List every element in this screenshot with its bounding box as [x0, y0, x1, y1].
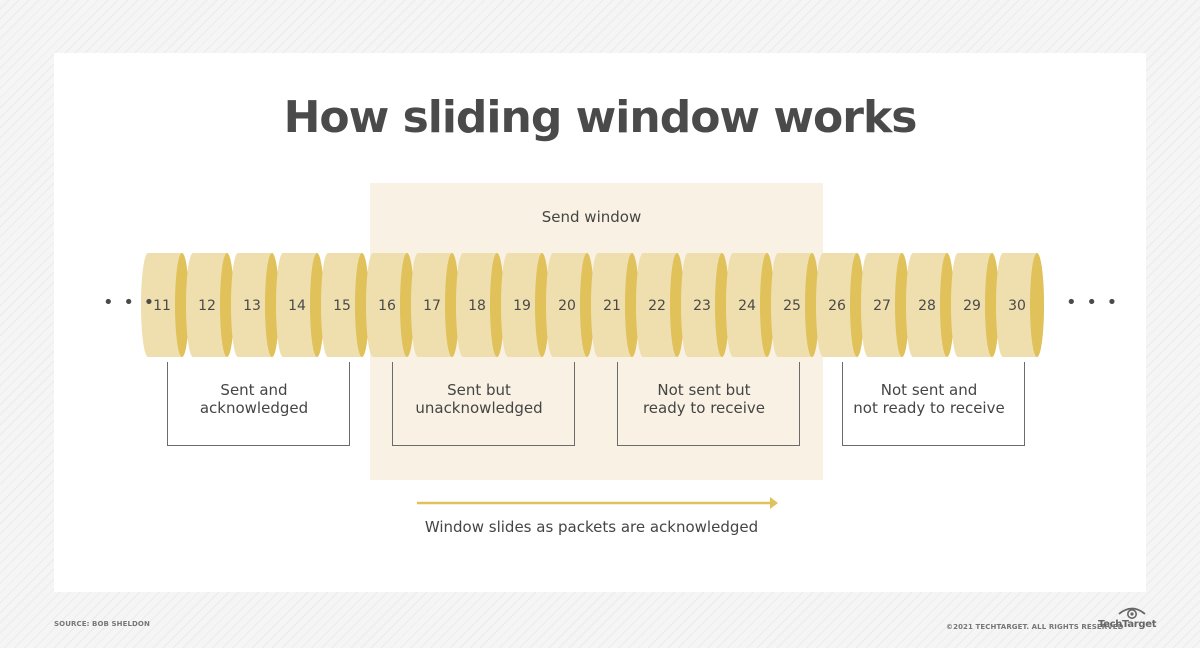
packet-edge	[580, 253, 594, 357]
group-label-sent-acknowledged: Sent and acknowledged	[167, 381, 341, 417]
packet-edge	[670, 253, 684, 357]
packet-edge	[850, 253, 864, 357]
packet-26: 26	[816, 253, 864, 357]
ellipsis-right: • • •	[1066, 292, 1120, 313]
packet-25: 25	[771, 253, 819, 357]
packet-edge	[715, 253, 729, 357]
packet-15: 15	[321, 253, 369, 357]
packet-14: 14	[276, 253, 324, 357]
packet-edge	[535, 253, 549, 357]
packet-number: 12	[198, 298, 216, 314]
group-label-line: Sent and	[220, 381, 288, 399]
bracket-not-sent-not-ready	[842, 362, 1025, 446]
bracket-sent-acknowledged	[167, 362, 350, 446]
group-label-line: acknowledged	[199, 399, 309, 417]
packet-number: 29	[963, 298, 981, 314]
group-label-line: not ready to receive	[853, 399, 1005, 417]
packet-edge	[400, 253, 414, 357]
packet-number: 17	[423, 298, 441, 314]
packet-number: 23	[693, 298, 711, 314]
packet-edge	[310, 253, 324, 357]
packet-13: 13	[231, 253, 279, 357]
packet-number: 25	[783, 298, 801, 314]
packet-23: 23	[681, 253, 729, 357]
bracket-sent-unacknowledged	[392, 362, 575, 446]
packet-edge	[265, 253, 279, 357]
packet-number: 30	[1008, 298, 1026, 314]
packet-29: 29	[951, 253, 999, 357]
packet-number: 18	[468, 298, 486, 314]
packet-number: 16	[378, 298, 396, 314]
packet-edge	[1030, 253, 1044, 357]
packet-number: 13	[243, 298, 261, 314]
packet-number: 11	[153, 298, 171, 314]
packet-30: 30	[996, 253, 1044, 357]
group-label-line: Sent but	[447, 381, 511, 399]
packet-edge	[175, 253, 189, 357]
packet-number: 19	[513, 298, 531, 314]
group-label-not-sent-ready: Not sent but ready to receive	[617, 381, 791, 417]
packet-number: 27	[873, 298, 891, 314]
packet-16: 16	[366, 253, 414, 357]
packet-number: 21	[603, 298, 621, 314]
diagram-title: How sliding window works	[283, 92, 918, 143]
packet-number: 22	[648, 298, 666, 314]
packet-18: 18	[456, 253, 504, 357]
packet-edge	[760, 253, 774, 357]
packet-17: 17	[411, 253, 459, 357]
packet-21: 21	[591, 253, 639, 357]
group-label-line: unacknowledged	[415, 399, 543, 417]
send-window-label: Send window	[541, 208, 642, 226]
packet-edge	[985, 253, 999, 357]
group-label-sent-unacknowledged: Sent but unacknowledged	[392, 381, 566, 417]
packet-edge	[625, 253, 639, 357]
packet-edge	[895, 253, 909, 357]
source-credit: SOURCE: BOB SHELDON	[54, 620, 150, 628]
packet-number: 15	[333, 298, 351, 314]
packet-edge	[445, 253, 459, 357]
packet-number: 20	[558, 298, 576, 314]
bracket-not-sent-ready	[617, 362, 800, 446]
techtarget-eye-logo-icon	[1118, 607, 1146, 619]
packet-edge	[355, 253, 369, 357]
ellipsis-left: • • •	[103, 292, 157, 313]
group-label-line: Not sent but	[657, 381, 751, 399]
packet-19: 19	[501, 253, 549, 357]
slide-caption: Window slides as packets are acknowledge…	[424, 518, 759, 536]
techtarget-logo: TechTarget	[1098, 619, 1157, 630]
packet-edge	[805, 253, 819, 357]
packet-edge	[940, 253, 954, 357]
packet-edge	[490, 253, 504, 357]
packet-24: 24	[726, 253, 774, 357]
packet-20: 20	[546, 253, 594, 357]
packet-number: 26	[828, 298, 846, 314]
packet-number: 28	[918, 298, 936, 314]
packet-number: 14	[288, 298, 306, 314]
packet-27: 27	[861, 253, 909, 357]
packet-edge	[220, 253, 234, 357]
group-label-not-sent-not-ready: Not sent and not ready to receive	[842, 381, 1016, 417]
copyright-notice: ©2021 TECHTARGET. ALL RIGHTS RESERVED	[946, 623, 1124, 631]
packet-22: 22	[636, 253, 684, 357]
slide-direction-arrow-icon	[417, 497, 778, 509]
packet-28: 28	[906, 253, 954, 357]
group-label-line: ready to receive	[642, 399, 766, 417]
group-label-line: Not sent and	[880, 381, 978, 399]
packet-11: 11	[141, 253, 189, 357]
packet-number: 24	[738, 298, 756, 314]
packet-12: 12	[186, 253, 234, 357]
